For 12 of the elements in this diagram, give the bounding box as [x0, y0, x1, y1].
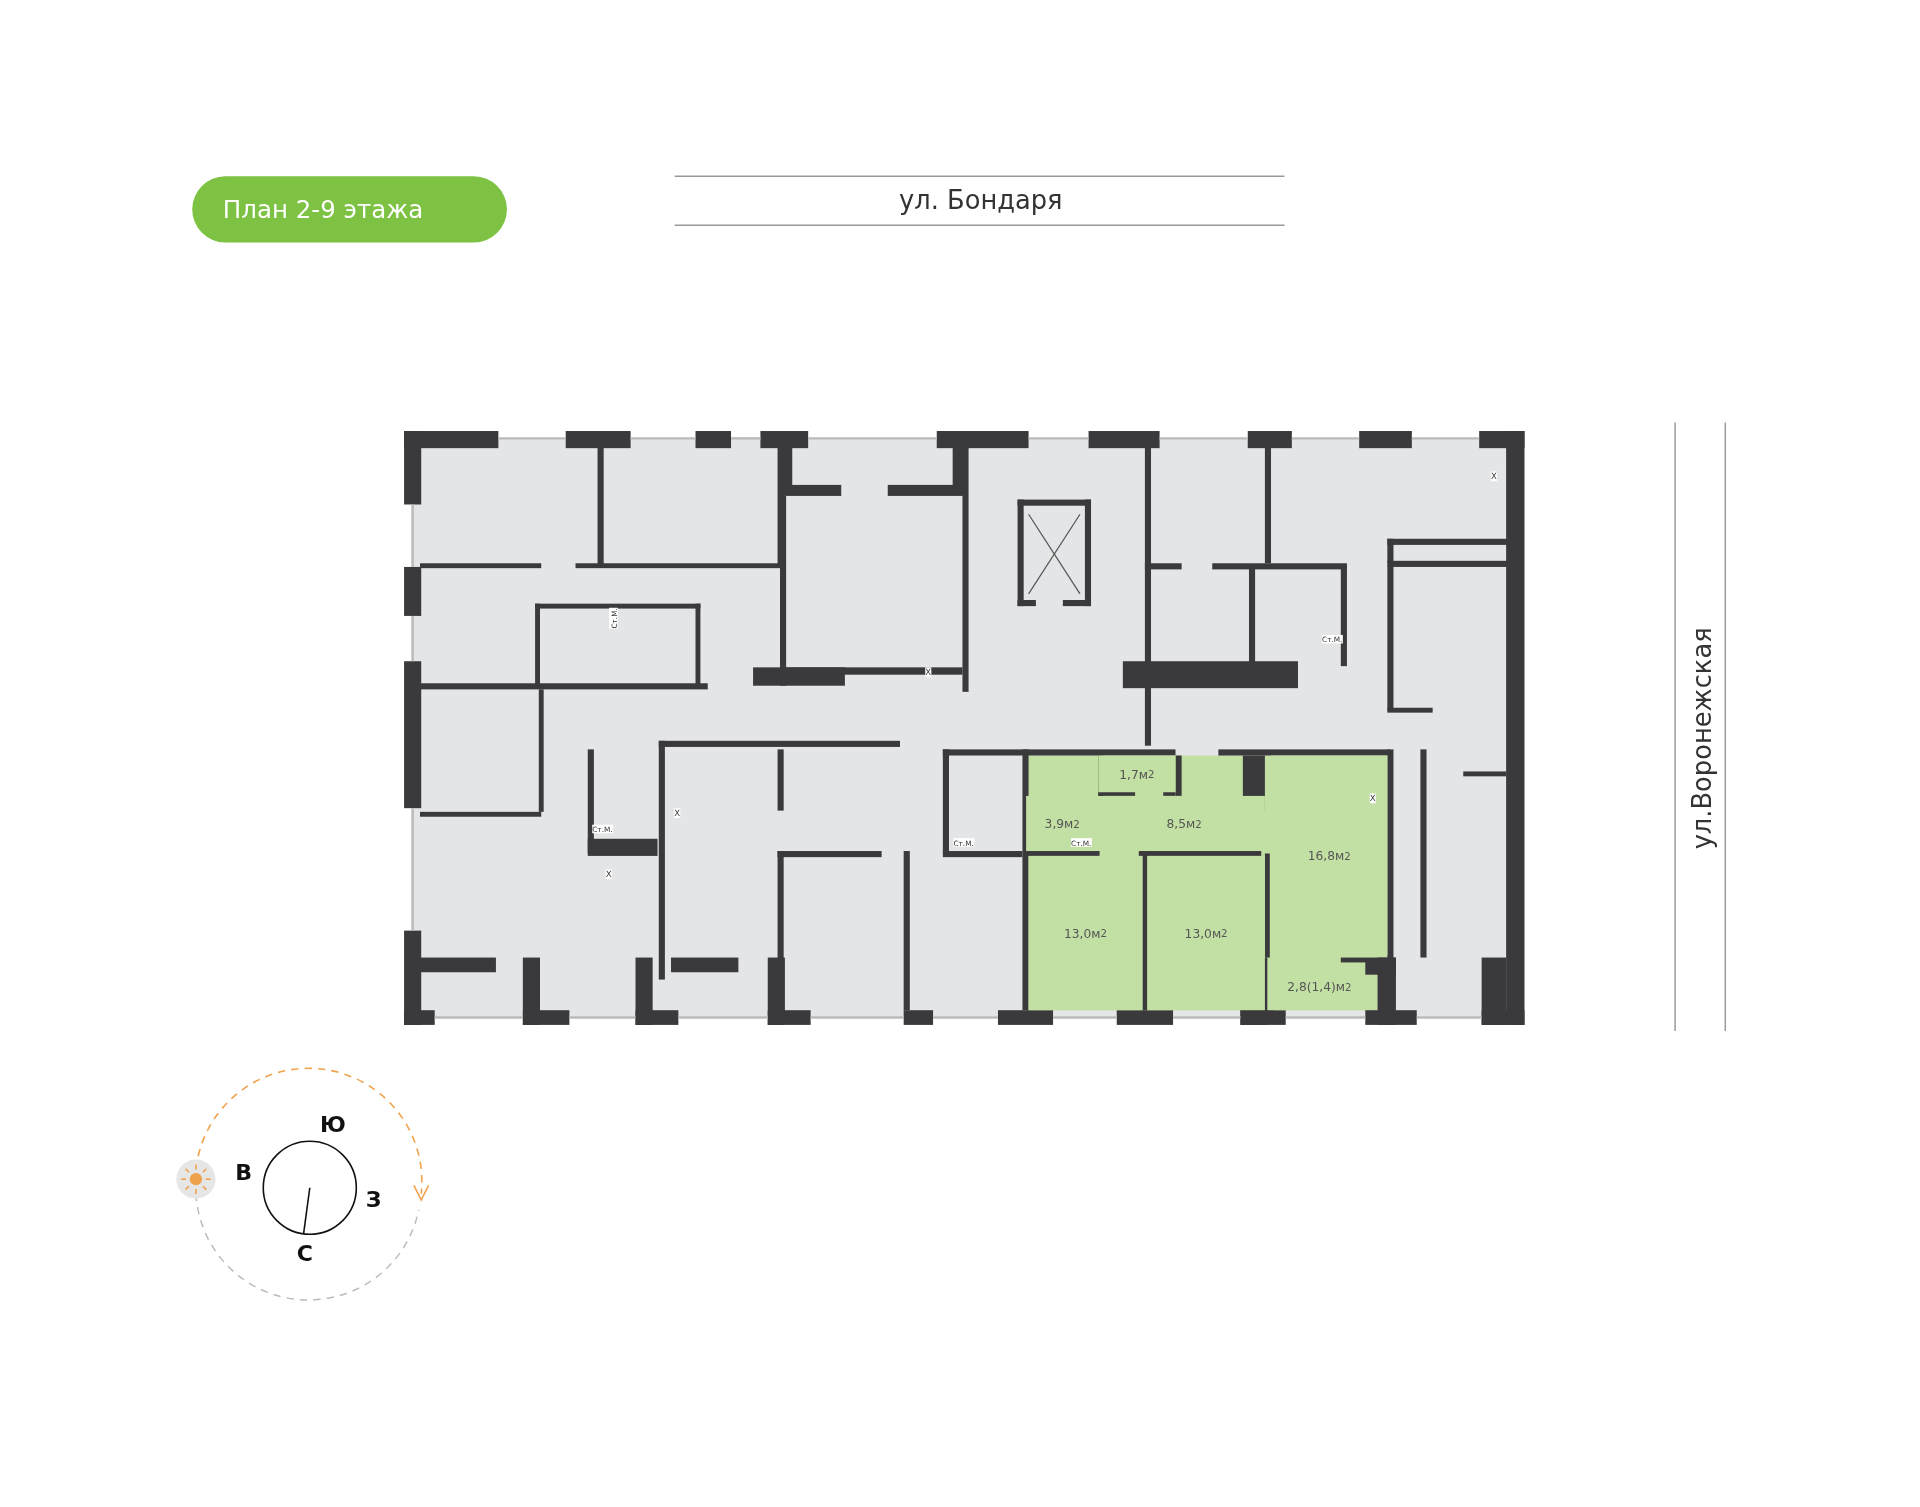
- street-name: ул.Воронежская: [1687, 627, 1717, 850]
- compass-letter: Ю: [320, 1111, 346, 1137]
- floor-title-badge: План 2-9 этажа: [192, 176, 507, 243]
- appliance-mark: Х: [925, 667, 932, 678]
- street-name: ул. Бондаря: [899, 186, 1063, 216]
- compass-letter: В: [235, 1159, 253, 1185]
- compass-letter: С: [296, 1239, 313, 1266]
- appliance-mark: Х: [1490, 471, 1497, 482]
- compass-letter: З: [365, 1185, 382, 1212]
- appliance-mark: Х: [674, 808, 681, 818]
- appliance-mark: Х: [1369, 793, 1376, 804]
- appliance-mark: Х: [605, 869, 612, 880]
